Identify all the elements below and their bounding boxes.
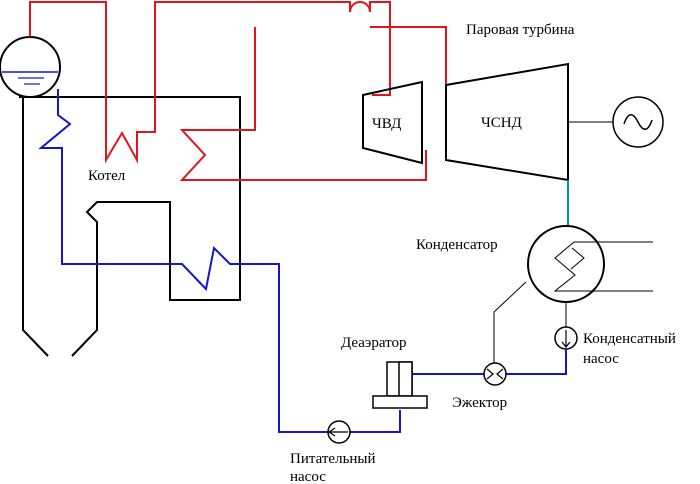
condensate-pump-label-2: насос [583, 351, 619, 367]
hp-cylinder: ЧВД [362, 80, 423, 165]
ejector-label: Эжектор [452, 395, 507, 411]
condensate-pump [554, 302, 578, 350]
deaerator-label: Деаэратор [341, 335, 406, 351]
sine-wave-icon [623, 114, 653, 130]
boiler-drum [0, 36, 61, 98]
lp-cylinder-label: ЧСНД [481, 115, 522, 131]
condensate-pump-label-1: Конденсатный [583, 331, 676, 347]
generator [568, 96, 664, 148]
boiler [19, 90, 241, 357]
condenser [493, 225, 653, 363]
lp-cylinder: ЧСНД [445, 62, 569, 182]
steam-lines [29, 1, 447, 181]
circle-nozzle-icon [486, 368, 504, 380]
water-lines [38, 89, 567, 433]
deaerator [372, 361, 428, 409]
turbine-title: Паровая турбина [466, 22, 575, 38]
ejector [483, 362, 507, 386]
circle-arrow-icon [327, 427, 348, 437]
condenser-label: Конденсатор [416, 237, 498, 253]
boiler-label: Котел [88, 168, 126, 184]
hp-cylinder-label: ЧВД [372, 116, 401, 132]
feed-pump-label-1: Питательный [290, 451, 376, 467]
feed-pump-label-2: насос [290, 469, 326, 484]
circle-arrow-icon [561, 330, 571, 348]
feed-pump [327, 420, 351, 444]
